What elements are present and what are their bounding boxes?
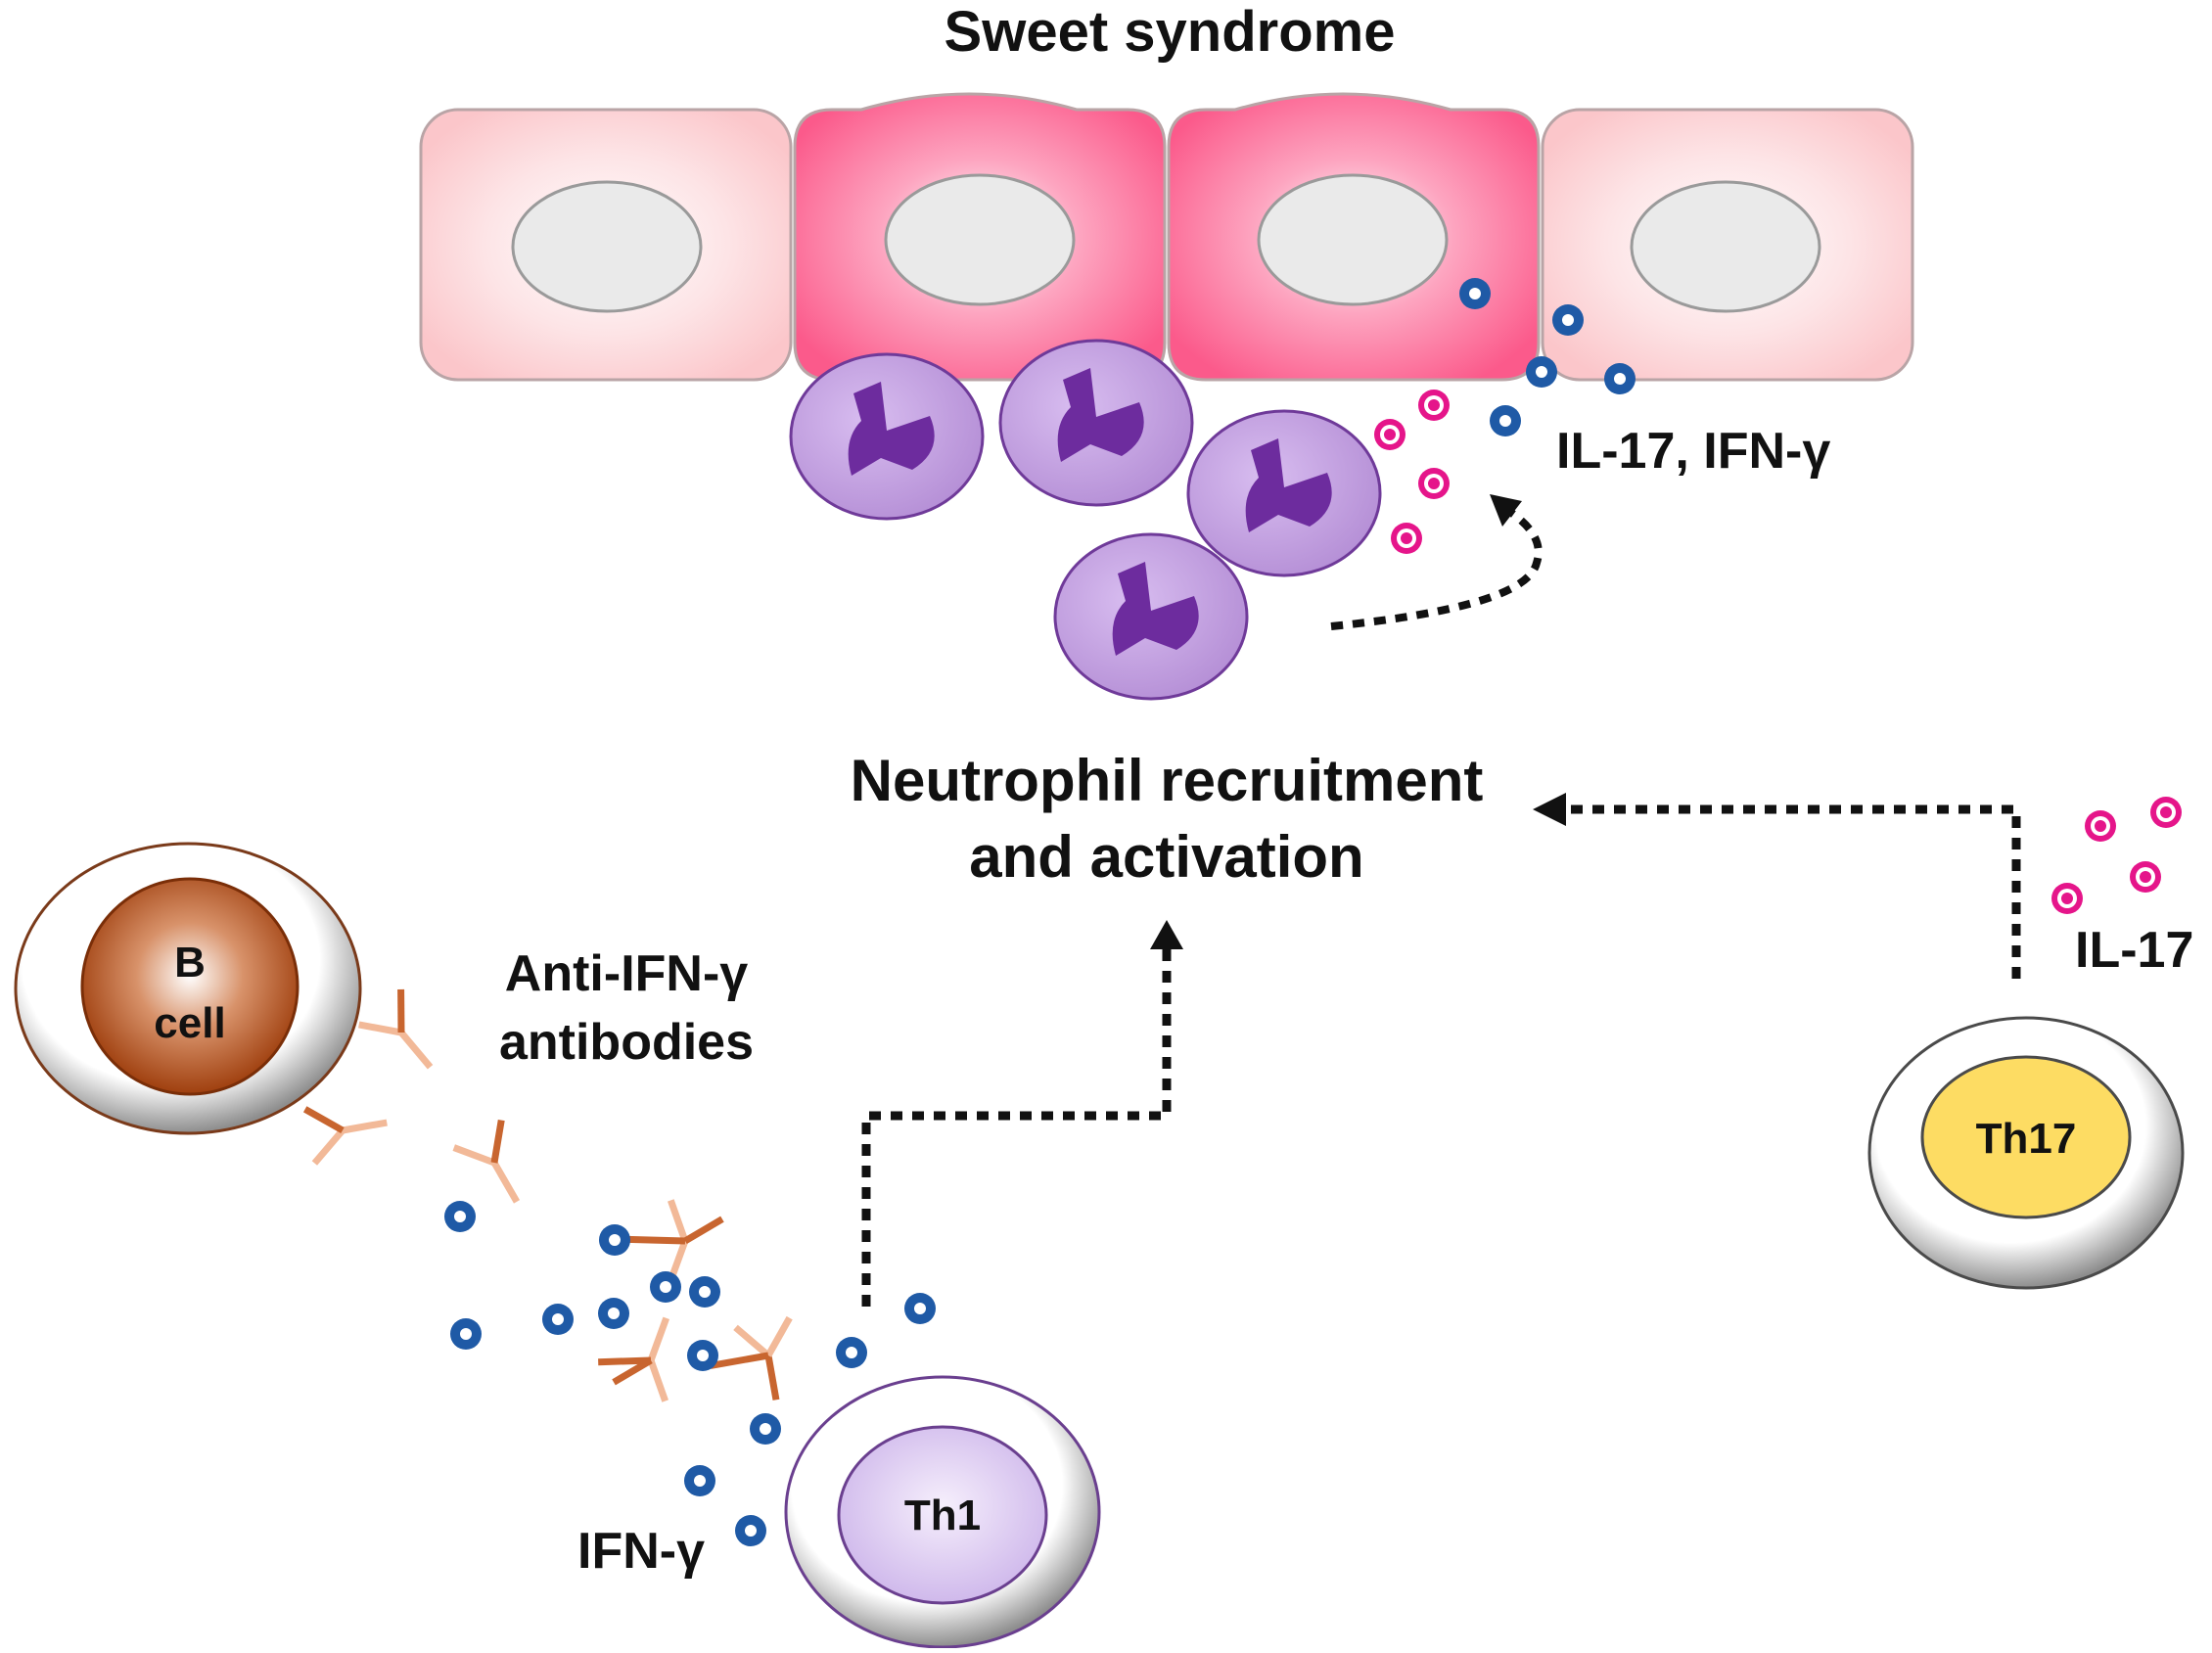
ifng-dot [687, 1340, 718, 1371]
ifng-dot [684, 1465, 715, 1496]
label-anti-line2: antibodies [499, 1014, 754, 1071]
ifng-dot [735, 1515, 766, 1546]
ifng-dot [1552, 304, 1584, 336]
ifng-dot [1604, 363, 1636, 394]
ifng-dot [689, 1276, 720, 1308]
ifng-dot [650, 1271, 681, 1303]
il17-dot [2085, 810, 2116, 842]
antibody-2 [302, 1106, 388, 1166]
antibody-6 [710, 1315, 793, 1400]
th17-cell: Th17 [1867, 1016, 2185, 1290]
arrow-th17-to-neutrophil [1566, 804, 2021, 979]
cytokines [444, 278, 2182, 1546]
curved-arrow-head [1490, 494, 1522, 527]
label-neutrophil-line2: and activation [969, 824, 1363, 890]
ifng-dot [599, 1224, 630, 1256]
arrow-th17-head [1533, 793, 1566, 826]
epithelial-nucleus-3 [1257, 173, 1449, 306]
neutrophil-4 [1053, 532, 1249, 701]
ifng-dot [904, 1293, 936, 1324]
antibody-4 [622, 1199, 724, 1285]
diagram-title: Sweet syndrome [945, 0, 1396, 64]
label-anti-line1: Anti-IFN-γ [505, 945, 748, 1002]
label-neutrophil-line1: Neutrophil recruitment [851, 748, 1484, 813]
il17-dot [1391, 523, 1422, 554]
ifng-dot [450, 1318, 482, 1350]
th17-label: Th17 [1976, 1115, 2077, 1163]
ifng-dot [444, 1201, 476, 1232]
ifng-dot [598, 1298, 629, 1329]
ifng-dot [750, 1413, 781, 1445]
ifng-dot [542, 1304, 574, 1335]
epithelial-nucleus-4 [1630, 180, 1821, 313]
antibodies [302, 988, 793, 1402]
neutrophil-2 [998, 339, 1194, 507]
label-il17: IL-17 [2075, 922, 2193, 979]
antibody-3 [452, 1119, 521, 1204]
arrow-th1-head [1150, 920, 1183, 949]
th1-cell: Th1 [784, 1375, 1101, 1649]
neutrophil-3 [1186, 409, 1382, 577]
epithelial-nucleus-1 [511, 180, 703, 313]
il17-dot [1418, 468, 1450, 499]
epithelial-nucleus-2 [884, 173, 1076, 306]
il17-dot [2130, 861, 2161, 893]
ifng-dot [1459, 278, 1491, 309]
ifng-dot [1526, 356, 1557, 388]
antibody-5 [598, 1316, 670, 1402]
label-il17-ifng: IL-17, IFN-γ [1556, 423, 1830, 480]
epithelial-layer [419, 92, 1914, 382]
il17-dot [1418, 390, 1450, 421]
b-cell: B cell [14, 842, 362, 1135]
ifng-dot [836, 1337, 867, 1368]
th1-label: Th1 [904, 1492, 981, 1539]
b-cell-label-line1: B [174, 939, 206, 987]
label-ifng: IFN-γ [577, 1523, 705, 1580]
neutrophils [789, 339, 1382, 701]
antibody-1 [358, 988, 434, 1070]
il17-dot [1374, 419, 1406, 450]
il17-dot [2051, 883, 2083, 914]
il17-dot [2150, 797, 2182, 828]
neutrophil-1 [789, 352, 985, 521]
ifng-dot [1490, 405, 1521, 436]
b-cell-label-line2: cell [154, 999, 225, 1047]
arrow-th1-to-neutrophil [861, 949, 1172, 1307]
